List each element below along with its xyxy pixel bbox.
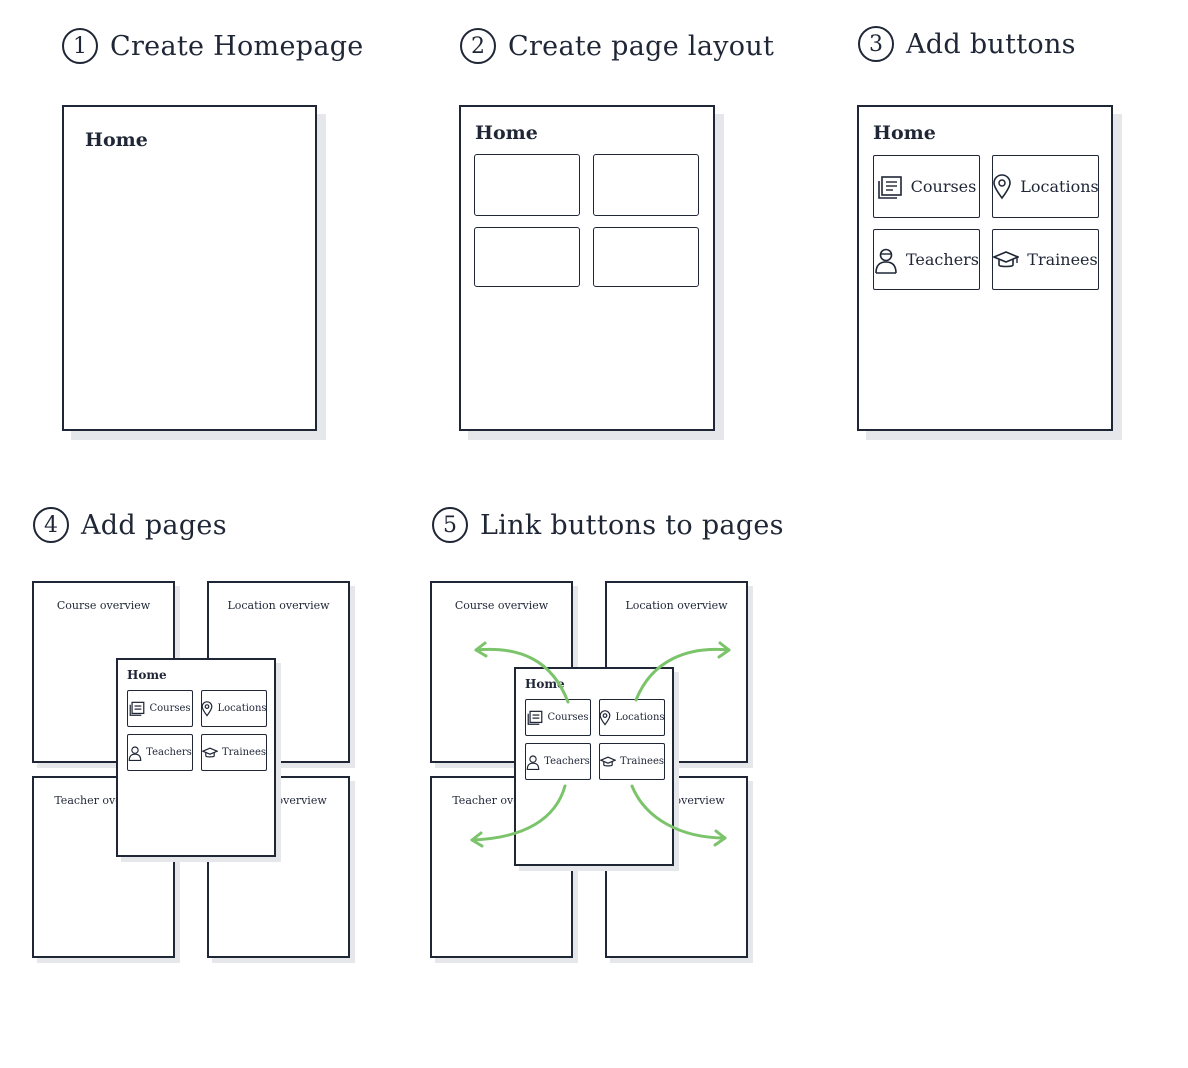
courses-button[interactable]: Courses	[127, 690, 193, 727]
courses-button[interactable]: Courses	[525, 699, 591, 736]
courses-label: Courses	[910, 177, 977, 196]
teachers-label: Teachers	[905, 250, 980, 269]
step-number: 1	[62, 28, 98, 64]
person-icon	[874, 246, 898, 274]
location-pin-icon	[599, 709, 611, 726]
step-3-header: 3 Add buttons	[858, 26, 1076, 62]
courses-button[interactable]: Courses	[873, 155, 980, 218]
step-label: Add pages	[81, 509, 227, 541]
trainees-button[interactable]: Trainees	[599, 743, 665, 780]
homepage-layout: Home	[459, 105, 715, 431]
homepage-small: Home Courses Locations Teachers Trainees	[116, 658, 276, 857]
page-title: Home	[127, 668, 167, 682]
document-icon	[877, 175, 903, 199]
locations-button[interactable]: Locations	[201, 690, 267, 727]
step-number: 4	[33, 507, 69, 543]
page-title: Home	[85, 129, 148, 151]
teachers-button[interactable]: Teachers	[127, 734, 193, 771]
document-icon	[129, 701, 145, 716]
homepage-linked: Home Courses Locations Teachers Trainees	[514, 667, 674, 866]
step-label: Create Homepage	[110, 30, 364, 62]
person-icon	[128, 745, 142, 761]
step-number: 2	[460, 28, 496, 64]
homepage-with-buttons: Home Courses Locations Teachers Trainees	[857, 105, 1113, 431]
step-label: Add buttons	[906, 28, 1076, 60]
location-pin-icon	[201, 700, 213, 717]
graduation-cap-icon	[993, 250, 1020, 270]
step-2-header: 2 Create page layout	[460, 28, 774, 64]
teachers-button[interactable]: Teachers	[873, 229, 980, 290]
trainees-label: Trainees	[619, 756, 665, 767]
page-title: Home	[873, 122, 936, 144]
teachers-label: Teachers	[146, 747, 192, 758]
teachers-label: Teachers	[544, 756, 590, 767]
courses-label: Courses	[149, 703, 191, 714]
locations-label: Locations	[217, 703, 267, 714]
page-title: Location overview	[625, 599, 728, 612]
layout-slot	[474, 227, 580, 287]
step-label: Create page layout	[508, 30, 775, 62]
document-icon	[527, 710, 543, 725]
step-number: 3	[858, 26, 894, 62]
courses-label: Courses	[547, 712, 589, 723]
page-title: Home	[525, 677, 565, 691]
trainees-label: Trainees	[221, 747, 267, 758]
step-1-header: 1 Create Homepage	[62, 28, 364, 64]
person-icon	[526, 754, 540, 770]
locations-button[interactable]: Locations	[992, 155, 1099, 218]
locations-label: Locations	[1020, 177, 1099, 196]
locations-label: Locations	[615, 712, 665, 723]
trainees-button[interactable]: Trainees	[201, 734, 267, 771]
step-5-header: 5 Link buttons to pages	[432, 507, 784, 543]
locations-button[interactable]: Locations	[599, 699, 665, 736]
location-pin-icon	[992, 173, 1012, 200]
graduation-cap-icon	[201, 747, 218, 759]
homepage-blank: Home	[62, 105, 317, 431]
page-title: Course overview	[454, 599, 549, 612]
page-title: Course overview	[56, 599, 151, 612]
trainees-button[interactable]: Trainees	[992, 229, 1099, 290]
layout-slot	[593, 227, 699, 287]
step-label: Link buttons to pages	[480, 509, 784, 541]
teachers-button[interactable]: Teachers	[525, 743, 591, 780]
step-4-header: 4 Add pages	[33, 507, 227, 543]
step-number: 5	[432, 507, 468, 543]
graduation-cap-icon	[599, 756, 616, 768]
layout-slot	[593, 154, 699, 216]
page-title: Location overview	[227, 599, 330, 612]
layout-slot	[474, 154, 580, 216]
trainees-label: Trainees	[1027, 250, 1098, 269]
page-title: Home	[475, 122, 538, 144]
